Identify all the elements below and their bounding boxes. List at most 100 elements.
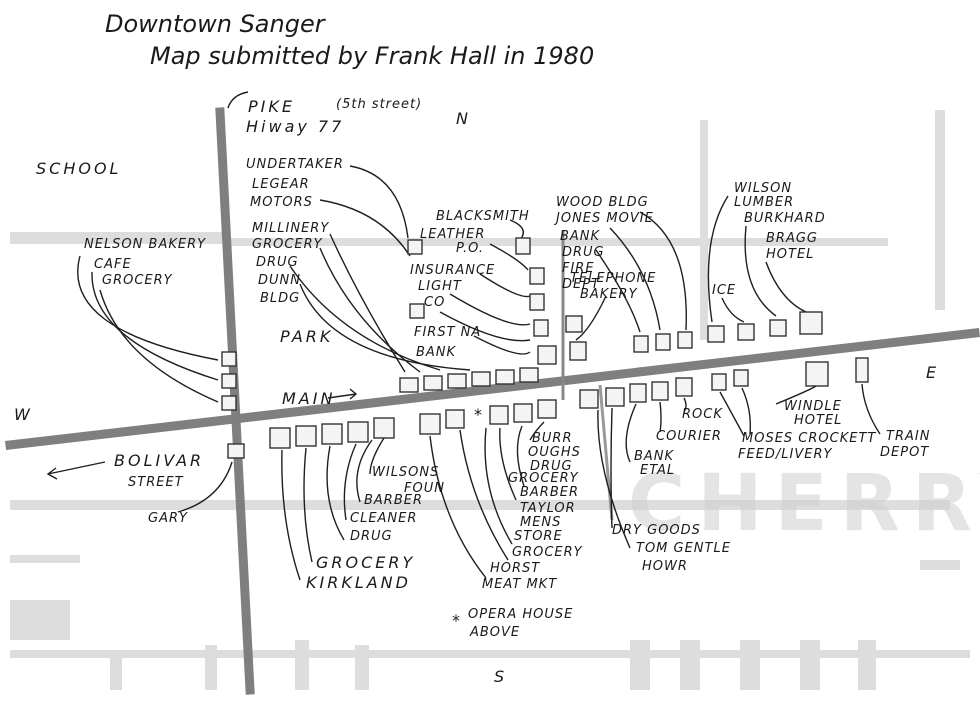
- nsc-item-0: BLACKSMITH: [436, 209, 530, 224]
- ssc-item-5: TAYLOR: [520, 501, 576, 516]
- bolivar-label: BOLIVAR: [114, 451, 204, 470]
- ssw-item-1: FOUN: [404, 481, 445, 496]
- nsw-item-6: DUNN: [258, 273, 301, 288]
- svg-text:*: *: [452, 611, 463, 630]
- ssc-item-6: MENS: [520, 515, 561, 530]
- nsfe-item-2: BURKHARD: [744, 211, 826, 226]
- nsc-item-3: INSURANCE: [410, 263, 495, 278]
- north-center-labels: BLACKSMITH LEATHER P.O. INSURANCE LIGHT …: [410, 209, 530, 360]
- ssfe-item-3: FEED/LIVERY: [738, 447, 833, 462]
- nsfe-item-0: WILSON: [734, 181, 792, 196]
- north-west-labels: UNDERTAKER LEGEAR MOTORS MILLINERY GROCE…: [246, 157, 344, 346]
- ssc-item-0: BURR: [532, 431, 573, 446]
- cherry-street-label: CHERRY: [628, 459, 980, 549]
- pike-label: PIKE: [248, 97, 295, 116]
- compass-south: S: [494, 667, 507, 686]
- nse-item-7: BAKERY: [580, 287, 638, 302]
- nse-item-5: DEPT: [562, 277, 600, 292]
- ssfe-item-0: WINDLE: [784, 399, 842, 414]
- ssw-item-0: WILSONS: [372, 465, 439, 480]
- nsc-item-4: LIGHT: [418, 279, 462, 294]
- sse-item-0: BANK: [634, 449, 675, 464]
- pike-arrow: [227, 91, 249, 109]
- nsw-item-2: MOTORS: [250, 195, 313, 210]
- nsfe-item-4: HOTEL: [766, 247, 814, 262]
- sse-item-4: DRY GOODS: [612, 523, 701, 538]
- opera-star: *: [474, 405, 485, 424]
- bolivar-street-label: STREET: [128, 475, 184, 490]
- nw-item-0: NELSON BAKERY: [84, 237, 206, 252]
- north-main-buildings: [399, 367, 539, 393]
- south-east-labels: BANK ETAL ROCK COURIER DRY GOODS TOM GEN…: [612, 407, 731, 574]
- north-east-labels: WOOD BLDG JONES MOVIE BANK DRUG FIRE DEP…: [553, 195, 656, 302]
- bolivar-arrow: [46, 461, 106, 480]
- main-street-label: MAIN: [282, 389, 335, 408]
- nse-item-6: TELEPHONE: [570, 271, 656, 286]
- ssc-item-2: DRUG: [530, 459, 573, 474]
- nsc-item-7: BANK: [416, 345, 457, 360]
- nsc-item-6: FIRST NA: [414, 325, 481, 340]
- hiway-label: Hiway 77: [246, 117, 344, 136]
- nw-item-1: CAFE: [94, 257, 132, 272]
- fifth-street-label: (5th street): [336, 97, 422, 112]
- nse-item-2: BANK: [560, 229, 601, 244]
- ssw-item-2: BARBER: [364, 493, 423, 508]
- ssc-item-7: STORE: [514, 529, 563, 544]
- nsw-item-4: GROCERY: [252, 237, 323, 252]
- gary-label: GARY: [148, 511, 188, 526]
- compass-west: W: [14, 405, 33, 424]
- ssfe-item-4: TRAIN: [886, 429, 930, 444]
- ssc-item-1: OUGHS: [528, 445, 581, 460]
- nsw-item-5: DRUG: [256, 255, 299, 270]
- south-west-labels: WILSONS FOUN BARBER CLEANER DRUG GROCERY…: [306, 465, 445, 592]
- compass-north: N: [456, 109, 471, 128]
- ssw-item-3: CLEANER: [350, 511, 417, 526]
- nsfe-item-3: BRAGG: [766, 231, 818, 246]
- nse-item-3: DRUG: [562, 245, 605, 260]
- nsw-item-3: MILLINERY: [252, 221, 329, 236]
- ssw-item-4: DRUG: [350, 529, 393, 544]
- title-line-2: Map submitted by Frank Hall in 1980: [150, 42, 594, 70]
- map-title: Downtown Sanger Map submitted by Frank H…: [105, 10, 594, 70]
- ssw-item-6: KIRKLAND: [306, 573, 411, 592]
- main-street-road: [5, 328, 980, 450]
- nsfe-item-5: ICE: [712, 283, 736, 298]
- nsc-item-2: P.O.: [456, 241, 484, 256]
- ssfe-item-5: DEPOT: [880, 445, 929, 460]
- ssc-item-10: MEAT MKT: [482, 577, 557, 592]
- nsc-item-5: CO: [424, 295, 445, 310]
- ssc-item-8: GROCERY: [512, 545, 583, 560]
- ssfe-item-2: MOSES CROCKETT: [742, 431, 876, 446]
- main-arrow: [327, 388, 358, 400]
- nse-item-1: JONES MOVIE: [553, 211, 654, 226]
- title-line-1: Downtown Sanger: [105, 10, 327, 38]
- opera-house-labels: * OPERA HOUSE ABOVE: [452, 607, 573, 640]
- sse-item-6: HOWR: [642, 559, 688, 574]
- sse-item-1: ETAL: [640, 463, 675, 478]
- compass-east: E: [926, 363, 939, 382]
- south-center-labels: BURR OUGHS DRUG GROCERY BARBER TAYLOR ME…: [482, 431, 583, 592]
- nsfe-item-1: LUMBER: [734, 195, 794, 210]
- ssfe-item-1: HOTEL: [794, 413, 842, 428]
- nsw-item-0: UNDERTAKER: [246, 157, 344, 172]
- nsw-item-7: BLDG: [260, 291, 300, 306]
- nse-item-4: FIRE: [562, 261, 595, 276]
- north-far-east-labels: WILSON LUMBER BURKHARD BRAGG HOTEL ICE: [712, 181, 826, 298]
- nse-item-0: WOOD BLDG: [556, 195, 649, 210]
- ssc-item-9: HORST: [490, 561, 540, 576]
- opera-line-1: OPERA HOUSE: [468, 607, 573, 622]
- sse-item-5: TOM GENTLE: [636, 541, 731, 556]
- ssc-item-4: BARBER: [520, 485, 579, 500]
- school-label: SCHOOL: [36, 159, 121, 178]
- park-label: PARK: [280, 327, 333, 346]
- south-far-east-labels: WINDLE HOTEL MOSES CROCKETT FEED/LIVERY …: [738, 399, 930, 462]
- ssc-item-3: GROCERY: [508, 471, 579, 486]
- nsw-item-1: LEGEAR: [252, 177, 310, 192]
- nsc-item-1: LEATHER: [420, 227, 485, 242]
- sse-item-3: COURIER: [656, 429, 722, 444]
- nw-item-2: GROCERY: [102, 273, 173, 288]
- sse-item-2: ROCK: [682, 407, 723, 422]
- south-main-buildings: [227, 357, 869, 459]
- ssw-item-5: GROCERY: [316, 553, 415, 572]
